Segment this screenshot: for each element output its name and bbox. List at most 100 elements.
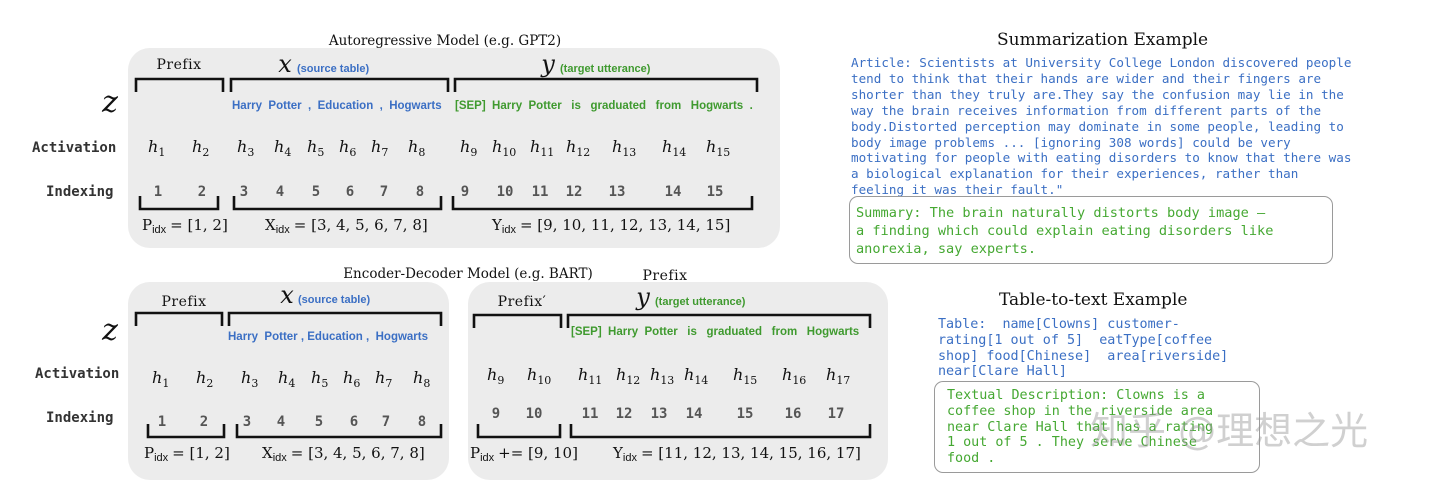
dec-y-top-bracket xyxy=(566,313,872,328)
enc-p-idx: Pidx= [1, 2] xyxy=(144,444,230,464)
dec-index-17: 17 xyxy=(828,406,845,422)
ar-index-9: 9 xyxy=(461,184,469,200)
article-line: tend to think that their hands are wider… xyxy=(851,70,1322,86)
description-line: Textual Description: Clowns is a xyxy=(947,388,1205,403)
ar-indexing-row-label: Indexing xyxy=(46,184,113,200)
table-to-text-table: Table: name[Clowns] customer-rating[1 ou… xyxy=(938,317,1228,380)
dec-activation-h10: h10 xyxy=(527,365,551,387)
description-line: coffee shop in the riverside area xyxy=(947,403,1214,419)
enc-activation-h3: h3 xyxy=(241,368,258,390)
encoder-panel xyxy=(128,282,449,480)
ar-activation-h1: h1 xyxy=(148,137,165,159)
description-line: 1 out of 5 . They serve Chinese xyxy=(947,435,1197,451)
dec-index-13: 13 xyxy=(651,406,668,422)
ar-y-note: (target utterance) xyxy=(560,63,651,75)
enc-prefix-top-bracket xyxy=(134,311,224,326)
ar-x-note: (source table) xyxy=(297,63,369,75)
ar-activation-h11: h11 xyxy=(530,137,554,159)
article-line: a biological explanation for their exper… xyxy=(851,166,1299,182)
ar-x-bottom-bracket xyxy=(232,196,443,211)
dec-index-16: 16 xyxy=(785,406,802,422)
article-line: body.Distorted perception may dominate i… xyxy=(851,118,1344,134)
ar-activation-row-label: Activation xyxy=(32,140,116,156)
decoder-panel xyxy=(468,282,888,480)
ar-p-idx: Pidx= [1, 2] xyxy=(142,216,228,236)
dec-index-14: 14 xyxy=(686,406,703,422)
summary-text: Summary: The brain naturally distorts bo… xyxy=(856,204,1273,258)
summary-line: Summary: The brain naturally distorts bo… xyxy=(856,205,1266,221)
ar-index-14: 14 xyxy=(665,184,682,200)
summary-line: anorexia, say experts. xyxy=(856,241,1037,257)
ar-x-idx: Xidx= [3, 4, 5, 6, 7, 8] xyxy=(265,216,428,236)
ar-index-8: 8 xyxy=(416,184,424,200)
ar-index-1: 1 xyxy=(154,184,162,200)
article-line: feeling it was their fault." xyxy=(851,182,1064,198)
summarization-title: Summarization Example xyxy=(997,30,1209,50)
ar-index-13: 13 xyxy=(609,184,626,200)
table-line: Table: name[Clowns] customer- xyxy=(938,317,1180,332)
ar-activation-h9: h9 xyxy=(460,137,477,159)
article-line: way the brain receives information from … xyxy=(851,102,1322,118)
ar-prefix-top-bracket xyxy=(134,77,225,92)
dec-activation-h16: h16 xyxy=(782,365,806,387)
enc-z-label: z xyxy=(101,313,118,348)
dec-index-12: 12 xyxy=(616,406,633,422)
enc-index-2: 2 xyxy=(200,414,208,430)
description-line: food . xyxy=(947,451,996,467)
ar-index-3: 3 xyxy=(240,184,248,200)
dec-y-bottom-bracket xyxy=(569,424,872,439)
description-line: near Clare Hall that has a rating xyxy=(947,419,1214,435)
ar-activation-h6: h6 xyxy=(339,137,356,159)
enc-index-3: 3 xyxy=(243,414,251,430)
ar-y-bottom-bracket xyxy=(451,196,754,211)
description-box xyxy=(934,381,1260,473)
encdec-floating-prefix: Prefix xyxy=(643,268,688,284)
encdec-title: Encoder-Decoder Model (e.g. BART) xyxy=(343,266,593,282)
dec-activation-h12: h12 xyxy=(616,365,640,387)
dec-index-9: 9 xyxy=(492,406,500,422)
table-to-text-title: Table-to-text Example xyxy=(999,290,1188,310)
enc-index-6: 6 xyxy=(350,414,358,430)
enc-x-label: x xyxy=(280,281,294,309)
dec-index-11: 11 xyxy=(582,406,599,422)
dec-index-10: 10 xyxy=(526,406,543,422)
dec-p-idx: Pidx+= [9, 10] xyxy=(470,444,578,464)
enc-x-idx: Xidx= [3, 4, 5, 6, 7, 8] xyxy=(262,444,425,464)
enc-x-bottom-bracket xyxy=(235,424,443,439)
ar-index-7: 7 xyxy=(380,184,388,200)
enc-index-7: 7 xyxy=(382,414,390,430)
article-line: Article: Scientists at University Colleg… xyxy=(851,55,1352,70)
ar-index-12: 12 xyxy=(566,184,583,200)
ar-activation-h4: h4 xyxy=(274,137,291,159)
enc-x-top-bracket xyxy=(227,311,443,326)
summarization-article: Article: Scientists at University Colleg… xyxy=(851,55,1351,198)
enc-index-1: 1 xyxy=(158,414,166,430)
autoregressive-panel xyxy=(128,48,780,248)
enc-activation-row-label: Activation xyxy=(35,366,119,382)
enc-activation-h1: h1 xyxy=(152,368,169,390)
dec-prefix-top-bracket xyxy=(472,313,563,328)
enc-activation-h6: h6 xyxy=(343,368,360,390)
ar-x-top-bracket xyxy=(229,77,450,92)
enc-activation-h2: h2 xyxy=(196,368,213,390)
dec-activation-h17: h17 xyxy=(826,365,850,387)
dec-y-label: y xyxy=(635,283,650,311)
ar-prefix-bottom-bracket xyxy=(138,196,220,211)
enc-activation-h4: h4 xyxy=(278,368,295,390)
ar-activation-h2: h2 xyxy=(192,137,209,159)
enc-index-4: 4 xyxy=(277,414,285,430)
enc-prefix-label: Prefix xyxy=(162,294,207,310)
enc-activation-h8: h8 xyxy=(413,368,430,390)
dec-y-idx: Yidx= [11, 12, 13, 14, 15, 16, 17] xyxy=(612,444,861,464)
ar-x-label: x xyxy=(278,50,292,78)
ar-activation-h3: h3 xyxy=(237,137,254,159)
ar-index-10: 10 xyxy=(497,184,514,200)
enc-source-tokens: Harry Potter , Education , Hogwarts xyxy=(228,331,428,343)
ar-target-tokens: [SEP] Harry Potter is graduated from Hog… xyxy=(455,100,753,112)
